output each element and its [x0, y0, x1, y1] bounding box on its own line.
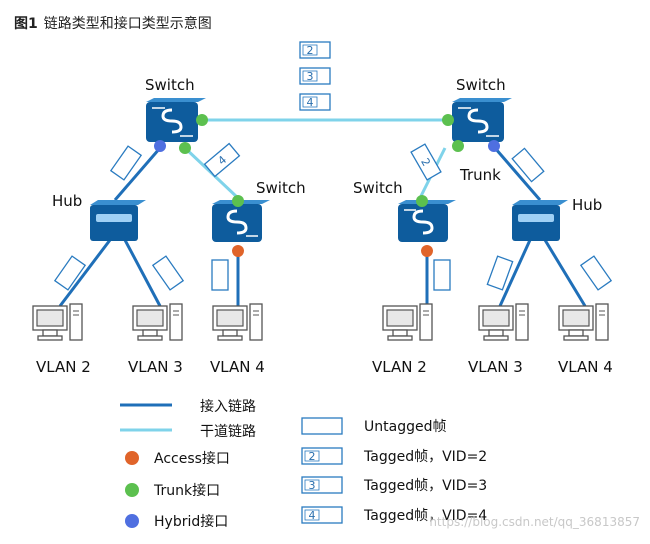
legend-untagged-label: Untagged帧 [364, 419, 446, 435]
access-link-switch-hub-right [493, 147, 542, 201]
pc-vlan2-left[interactable] [32, 303, 83, 341]
legend-tagged-3-swatch: 3 [301, 476, 343, 494]
svg-text:3: 3 [309, 479, 316, 492]
legend-tagged-4-label: Tagged帧，VID=4 [363, 508, 487, 524]
access-link-hub-left-pc1 [58, 239, 112, 307]
switch-mid-left[interactable] [212, 200, 270, 242]
host-label: VLAN 4 [558, 358, 613, 376]
watermark: https://blog.csdn.net/qq_36813857 [429, 515, 640, 529]
legend-tagged-2-swatch: 2 [301, 447, 343, 465]
trunk-port-mid-left [232, 195, 244, 207]
legend-hybrid-port-swatch [125, 514, 139, 528]
switch-top-right-label: Switch [456, 76, 506, 94]
svg-text:4: 4 [309, 509, 316, 522]
hub-left[interactable] [90, 200, 146, 241]
hub-right[interactable] [512, 200, 568, 241]
trunk-port-top-right-down [452, 140, 464, 152]
trunk-port-top-left-right [196, 114, 208, 126]
untagged-frame-pc1 [53, 255, 87, 291]
pc-vlan3-right[interactable] [478, 303, 529, 341]
untagged-frame-pc6 [579, 255, 613, 291]
legend-trunk-port-swatch [125, 483, 139, 497]
svg-text:3: 3 [307, 70, 314, 83]
hub-right-label: Hub [572, 196, 602, 214]
top-frame-2: 2 [299, 41, 331, 59]
svg-text:4: 4 [307, 96, 314, 109]
legend-access-link-label: 接入链路 [200, 398, 256, 415]
switch-mid-left-label: Switch [256, 179, 306, 197]
untagged-frame-pc3 [211, 259, 229, 291]
hybrid-port-top-left [154, 140, 166, 152]
pc-vlan4-left[interactable] [212, 303, 263, 341]
legend-tagged-2-label: Tagged帧，VID=2 [363, 449, 487, 465]
legend-access-port-label: Access接口 [154, 450, 230, 467]
untagged-frame-pc2 [151, 255, 185, 291]
untagged-frame-pc5 [486, 255, 514, 291]
host-label: VLAN 4 [210, 358, 265, 376]
host-label: VLAN 3 [128, 358, 183, 376]
host-label: VLAN 2 [372, 358, 427, 376]
tagged-frame-left-trunk: 4 [203, 142, 241, 178]
legend-hybrid-port-label: Hybrid接口 [154, 513, 228, 530]
svg-text:2: 2 [307, 44, 314, 57]
access-port-mid-left [232, 245, 244, 257]
pc-vlan4-right[interactable] [558, 303, 609, 341]
legend-trunk-link-label: 干道链路 [200, 424, 256, 440]
access-link-switch-hub-left [113, 147, 162, 201]
access-link-hub-left-pc2 [123, 239, 162, 307]
switch-mid-right-label: Switch [353, 179, 403, 197]
top-frame-4: 4 [299, 93, 331, 111]
legend-untagged-frame-swatch [301, 417, 343, 435]
legend-tagged-3-label: Tagged帧，VID=3 [363, 478, 487, 494]
access-link-hub-right-pc5 [498, 239, 532, 307]
switch-mid-right[interactable] [398, 200, 456, 242]
trunk-label: Trunk [459, 166, 501, 184]
legend-trunk-port-label: Trunk接口 [153, 482, 220, 499]
trunk-port-mid-right [416, 195, 428, 207]
svg-text:2: 2 [309, 450, 316, 463]
untagged-frame-pc4 [433, 259, 451, 291]
legend-tagged-4-swatch: 4 [301, 506, 343, 524]
tagged-frame-right-trunk: 2 [410, 143, 442, 181]
access-link-hub-right-pc6 [543, 239, 587, 307]
hybrid-port-top-right [488, 140, 500, 152]
untagged-frame-left-hub-link [109, 145, 143, 181]
pc-vlan2-right[interactable] [382, 303, 433, 341]
host-label: VLAN 3 [468, 358, 523, 376]
untagged-frame-right-hub-link [511, 147, 545, 183]
trunk-port-top-right-left [442, 114, 454, 126]
top-frame-3: 3 [299, 67, 331, 85]
switch-top-left[interactable] [146, 98, 206, 142]
pc-vlan3-left[interactable] [132, 303, 183, 341]
hub-left-label: Hub [52, 192, 82, 210]
trunk-port-top-left-down [179, 142, 191, 154]
host-label: VLAN 2 [36, 358, 91, 376]
switch-top-left-label: Switch [145, 76, 195, 94]
legend-access-port-swatch [125, 451, 139, 465]
legend: 接入链路 干道链路 Access接口 Trunk接口 Hybrid接口 Unta… [120, 398, 487, 530]
switch-top-right[interactable] [452, 98, 512, 142]
access-port-mid-right [421, 245, 433, 257]
